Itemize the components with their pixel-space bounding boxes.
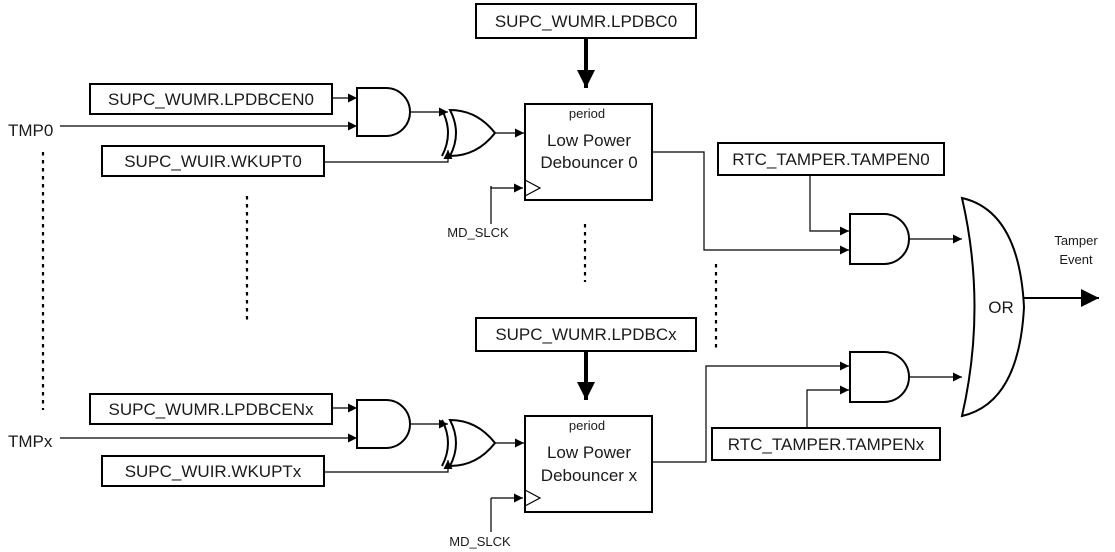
and-gate-x xyxy=(356,399,411,449)
tampenx-label: RTC_TAMPER.TAMPENx xyxy=(728,435,925,454)
lpdbcenx-register: SUPC_WUMR.LPDBCENx xyxy=(89,393,333,425)
lpdbc0-label: SUPC_WUMR.LPDBC0 xyxy=(495,12,677,31)
tmp0-label: TMP0 xyxy=(8,121,53,140)
debouncerx-clock-triangle xyxy=(524,489,542,507)
wkuptx-wire xyxy=(324,460,453,473)
debouncerx-period-label: period xyxy=(569,418,605,433)
tampen0-wire xyxy=(809,175,849,236)
debouncer0-clock-wire xyxy=(490,183,523,193)
tampen0-label: RTC_TAMPER.TAMPEN0 xyxy=(732,150,929,169)
tampenx-register: RTC_TAMPER.TAMPENx xyxy=(711,427,941,461)
debouncer0-title-line2: Debouncer 0 xyxy=(540,153,637,172)
debouncerx-output-wire xyxy=(652,361,849,463)
lpdbcen0-register: SUPC_WUMR.LPDBCEN0 xyxy=(89,83,333,115)
lpdbcen0-label: SUPC_WUMR.LPDBCEN0 xyxy=(108,90,314,109)
debouncerx-clock-label: MD_SLCK xyxy=(449,534,511,549)
debouncer0-output-wire xyxy=(652,151,849,255)
wkuptx-label: SUPC_WUIR.WKUPTx xyxy=(125,462,302,481)
debouncerx-title-line2: Debouncer x xyxy=(541,466,638,485)
tamper-event-label-line2: Event xyxy=(1059,252,1093,267)
wkupt0-wire xyxy=(324,150,453,163)
tampen0-register: RTC_TAMPER.TAMPEN0 xyxy=(717,142,945,176)
lpdbc0-register: SUPC_WUMR.LPDBC0 xyxy=(475,3,697,39)
xor-gate-0 xyxy=(448,108,497,158)
wkupt0-register: SUPC_WUIR.WKUPT0 xyxy=(101,145,325,177)
debouncer0-period-label: period xyxy=(569,106,605,121)
or-gate xyxy=(960,196,1026,418)
lpdbcenx-label: SUPC_WUMR.LPDBCENx xyxy=(109,400,314,419)
debouncer0-clock-triangle xyxy=(524,179,542,197)
debouncer0-title-line1: Low Power xyxy=(547,131,631,150)
wkupt0-label: SUPC_WUIR.WKUPT0 xyxy=(124,152,302,171)
wkuptx-register: SUPC_WUIR.WKUPTx xyxy=(101,455,325,487)
debouncer0-clock-label: MD_SLCK xyxy=(447,225,509,240)
and-gate-0 xyxy=(356,87,411,137)
debouncerx-title-line1: Low Power xyxy=(547,443,631,462)
tampenx-wire xyxy=(806,385,849,428)
tamper-event-label-line1: Tamper xyxy=(1054,233,1098,248)
xor-gate-x xyxy=(448,418,497,468)
and-gate-top xyxy=(849,213,910,265)
xor-gate-0-extra-arc xyxy=(441,109,449,157)
debouncer-x-block: period Low Power Debouncer x xyxy=(524,415,653,513)
or-gate-label: OR xyxy=(988,298,1014,317)
lpdbcx-register: SUPC_WUMR.LPDBCx xyxy=(475,317,697,352)
and-gate-bottom xyxy=(849,351,910,403)
debouncer-0-block: period Low Power Debouncer 0 xyxy=(524,103,653,201)
xor-gate-x-extra-arc xyxy=(441,419,449,467)
lpdbcx-label: SUPC_WUMR.LPDBCx xyxy=(495,325,677,344)
tmpx-label: TMPx xyxy=(8,432,53,451)
